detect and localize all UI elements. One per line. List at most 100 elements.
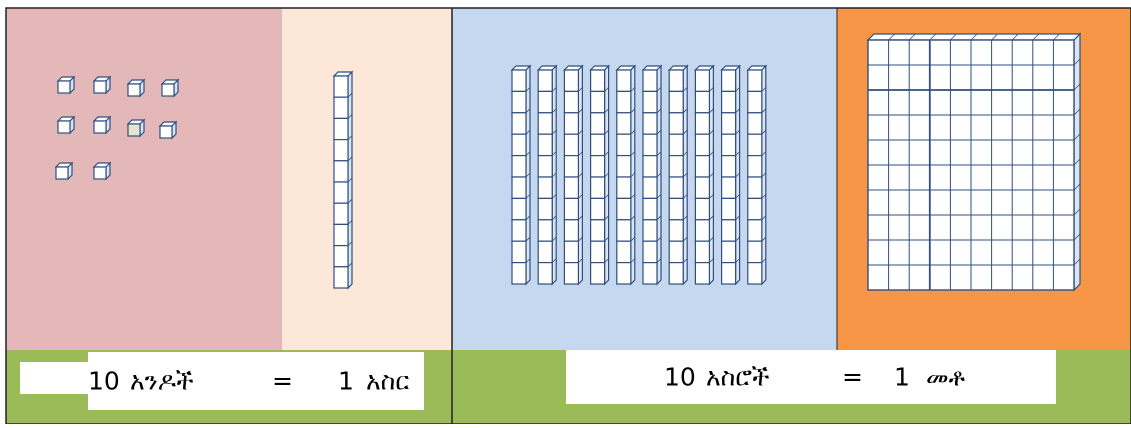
rod-side-line [656,129,662,135]
rod-unit [642,240,658,264]
rod-side-line [735,236,740,242]
rod-side-line [604,87,609,92]
rod-unit [589,197,606,221]
rod-side-line [761,108,767,114]
rod-unit [747,262,763,285]
hundred-flat [866,32,1082,292]
rod-unit [668,155,684,178]
rod-side-line [525,129,531,135]
left-result-unit: አስር [366,366,410,396]
rod-side-line [604,258,609,263]
rod-unit [333,117,349,141]
rod-side-line [682,194,688,199]
cube-front [93,166,107,180]
rod-unit [589,112,606,135]
ten-panel [282,8,452,350]
rod-side-line [735,87,740,92]
rod-unit [333,266,349,289]
right-quantity: 10 [664,362,696,392]
rod-unit [563,90,580,114]
rod-side-line [656,65,662,71]
rod-unit [563,197,580,221]
rod-side-line [347,114,353,119]
rod-side-line [761,194,767,199]
cube-front [93,80,107,94]
rod-unit [511,155,527,178]
flat-side-line [1073,58,1081,66]
rod [589,64,611,286]
rod-side-line [551,215,557,221]
rod-unit [642,176,658,199]
rod-side-line [709,236,714,242]
rod-unit [694,155,711,178]
ones-cubes [54,75,180,181]
rod-side-line [347,262,353,268]
rod-unit [694,219,711,242]
tens-rods [510,64,768,286]
unit-cube [92,115,112,135]
rod-unit [720,155,737,178]
rod-side-line [525,215,531,221]
rod-side-line [709,194,714,199]
rod-unit [642,197,658,221]
rod-side-line [525,108,531,114]
rod-side-line [630,194,636,199]
flat-side-line [1073,183,1081,191]
rod-unit [511,90,527,114]
rod-unit [668,69,684,92]
rod-unit [537,176,553,199]
rod-unit [333,160,349,183]
rod-unit [563,176,580,199]
rod-unit [747,90,763,114]
rod-side-line [630,258,636,263]
rod-unit [616,219,632,242]
right-result-unit: መቶ [926,362,966,392]
rod-side-line [656,108,662,114]
cube-front [93,120,107,134]
rod-unit [333,245,349,268]
rod-side-line [682,215,688,221]
rod-side-line [347,198,353,204]
rod-unit [589,240,606,264]
rod-unit [616,90,632,114]
rod-side-line [578,215,583,221]
rod-unit [589,69,606,92]
flat-side-line [1073,133,1081,141]
rod-side-line [604,236,609,242]
rod-side-line [682,129,688,135]
left-result: 1 [338,366,354,396]
rod-side-line [604,108,609,114]
unit-cube [126,118,146,138]
rod-unit [511,240,527,264]
rod-unit [747,197,763,221]
rod-unit [563,240,580,264]
rod-side-line [630,129,636,135]
rod-unit [537,197,553,221]
rod-side-line [709,172,714,178]
rod-side-line [709,215,714,221]
rod-unit [616,262,632,285]
flat-top-line [991,33,998,41]
rod-unit [616,69,632,92]
rod-unit [333,181,349,204]
rod-unit [668,90,684,114]
flat-top-line [1032,33,1040,41]
rod-unit [720,133,737,157]
rod-unit [589,90,606,114]
rod-side-line [551,151,557,156]
rod-unit [563,69,580,92]
rod-side-line [761,258,767,263]
right-unit: አስሮች [706,362,770,392]
rod-unit [616,240,632,264]
rod-side-line [656,151,662,156]
rod-side-line [761,172,767,178]
rod-side-line [709,108,714,114]
flat-top-line [929,33,937,41]
rod-unit [694,133,711,157]
rod-side-line [347,220,353,225]
rod [746,64,768,286]
rod-unit [333,96,349,119]
left-equals: = [272,366,293,396]
rod-side-line [578,194,583,199]
